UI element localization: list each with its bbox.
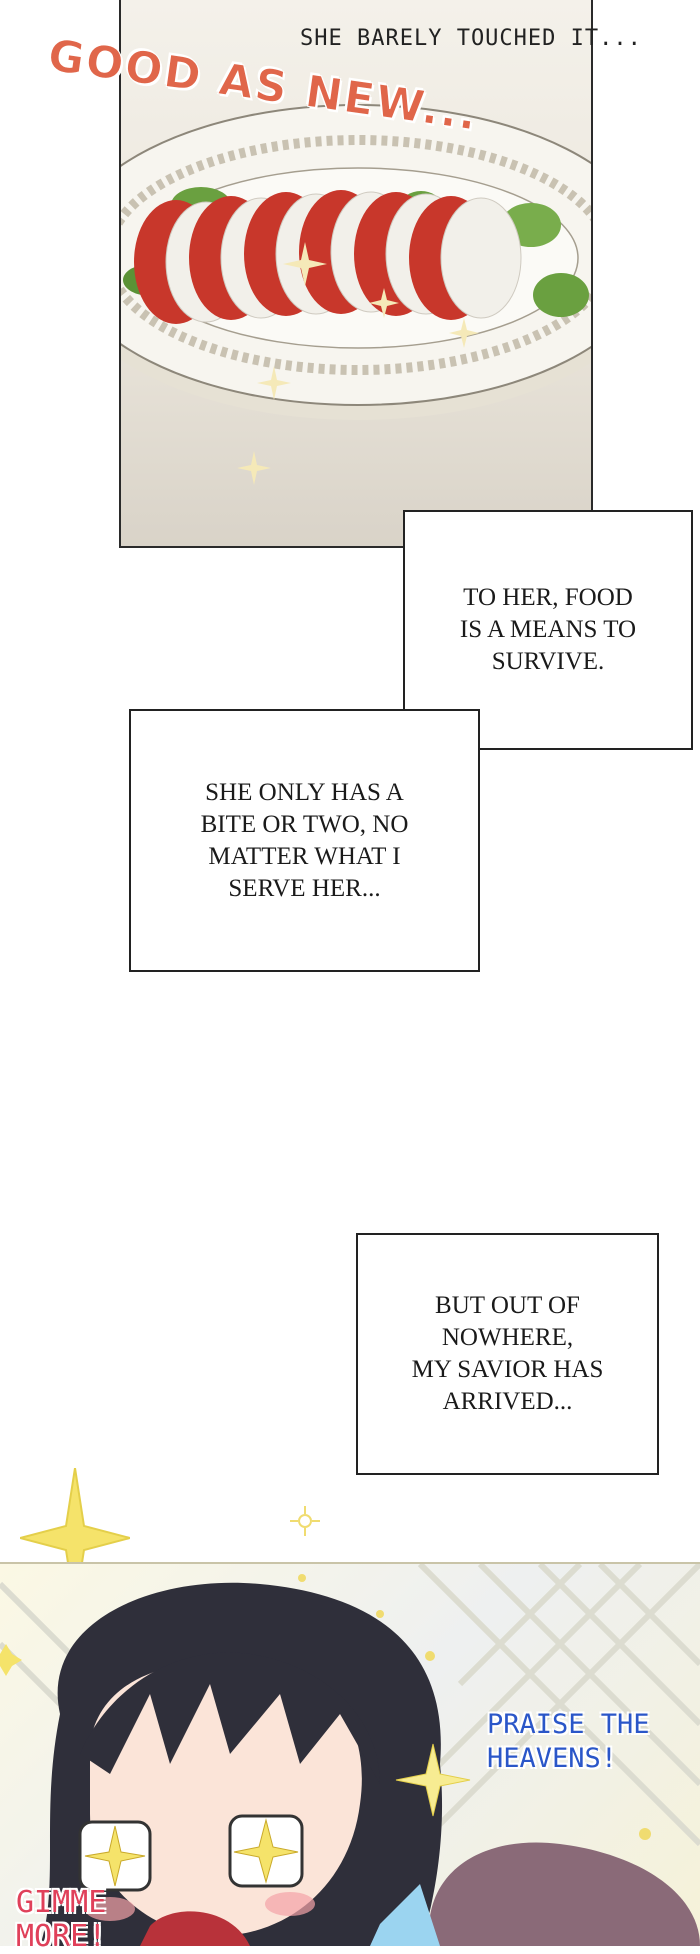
food-panel <box>119 0 593 548</box>
caprese-slices <box>134 190 522 324</box>
blush <box>265 1892 315 1916</box>
character-illustration <box>0 1564 700 1946</box>
ribbon <box>370 1884 440 1946</box>
sparkle-icon <box>290 1506 320 1536</box>
narration-text: BUT OUT OF NOWHERE, MY SAVIOR HAS ARRIVE… <box>411 1292 604 1415</box>
blush <box>85 1897 135 1921</box>
basil-leaf <box>533 273 589 317</box>
narration-box: SHE ONLY HAS A BITE OR TWO, NO MATTER WH… <box>129 709 480 972</box>
lattice-background <box>0 1564 700 1847</box>
character-panel <box>0 1562 700 1946</box>
sparkle-icon <box>0 1644 22 1676</box>
narration-text: TO HER, FOOD IS A MEANS TO SURVIVE. <box>459 584 637 675</box>
caprese-plate-illustration <box>121 104 591 485</box>
second-character-hair <box>428 1842 700 1946</box>
narration-box: BUT OUT OF NOWHERE, MY SAVIOR HAS ARRIVE… <box>356 1233 659 1475</box>
bangs <box>80 1652 380 1784</box>
sparkles <box>237 242 479 485</box>
narration-box: TO HER, FOOD IS A MEANS TO SURVIVE. <box>403 510 693 750</box>
sfx-praise-the-heavens: PRAISE THE HEAVENS! <box>487 1709 650 1774</box>
sparkle-icon <box>298 1574 651 1840</box>
star-eyes <box>78 1814 304 1892</box>
sparkle-icon <box>20 1468 130 1608</box>
narration-text: SHE ONLY HAS A BITE OR TWO, NO MATTER WH… <box>200 778 409 902</box>
open-mouth <box>140 1911 250 1946</box>
sfx-barely-touched: SHE BARELY TOUCHED IT... <box>300 26 642 51</box>
